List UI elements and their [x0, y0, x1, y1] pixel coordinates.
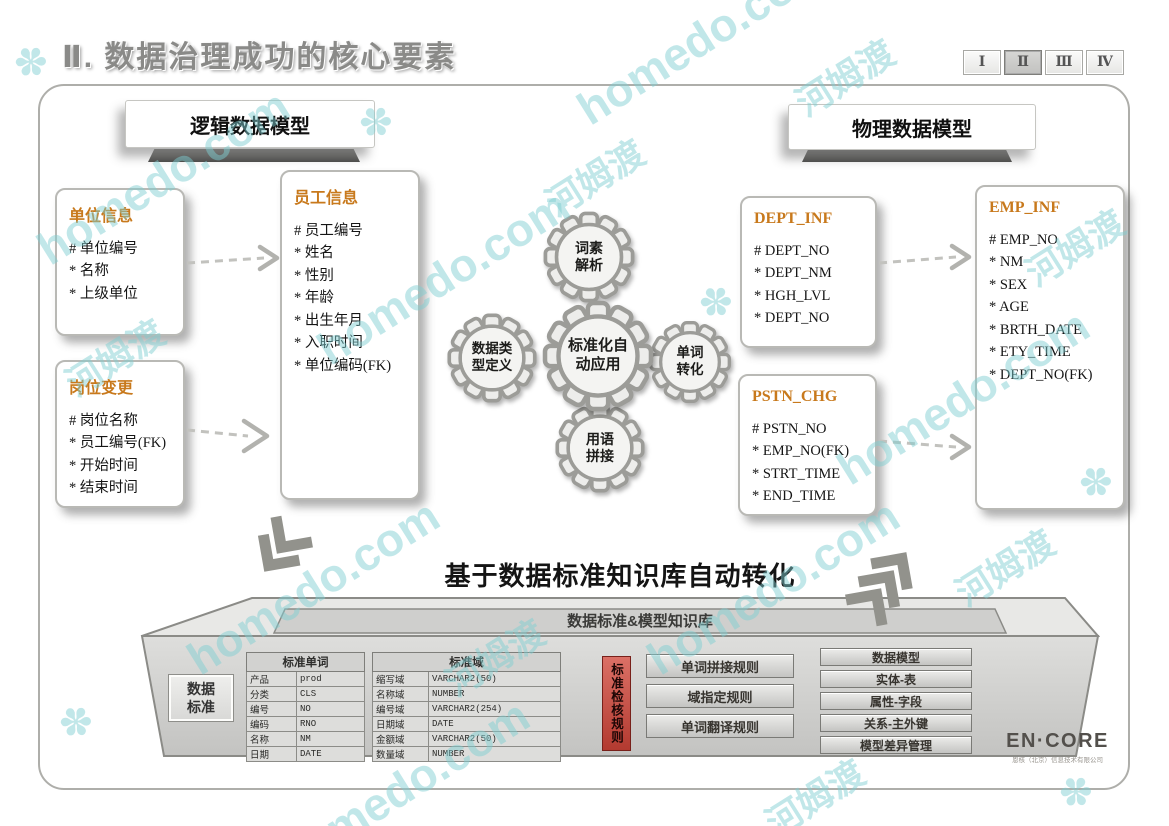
entity-pstn-chg: PSTN_CHG # PSTN_NO * EMP_NO(FK) * STRT_T… [738, 374, 877, 516]
gear-phrase-concat: 用语 拼接 [550, 398, 650, 498]
entity-fields: # 员工编号 * 姓名 * 性别 * 年龄 * 出生年月 * 入职时间 * 单位… [294, 223, 392, 374]
entity-pstn-change-cn: 岗位变更 # 岗位名称 * 员工编号(FK) * 开始时间 * 结束时间 [55, 360, 185, 508]
section-header-physical: 物理数据模型 [788, 104, 1036, 150]
gear-label: 数据类 型定义 [471, 341, 513, 373]
entity-fields: # 岗位名称 * 员工编号(FK) * 开始时间 * 结束时间 [69, 413, 167, 497]
entity-emp-info: 员工信息 # 员工编号 * 姓名 * 性别 * 年龄 * 出生年月 * 入职时间… [280, 170, 420, 500]
gear-label: 词素 解析 [575, 239, 603, 274]
domains-table-header: 标准域 [372, 652, 561, 672]
pager-item-3[interactable]: Ⅲ [1045, 50, 1083, 75]
gear-label: 用语 拼接 [586, 430, 614, 465]
kb-heading: 基于数据标准知识库自动转化 [444, 561, 796, 591]
entity-emp-inf: EMP_INF # EMP_NO * NM * SEX * AGE * BRTH… [975, 185, 1125, 510]
entity-fields: # DEPT_NO * DEPT_NM * HGH_LVL * DEPT_NO [754, 243, 832, 327]
rule-item-domain-assign: 域指定规则 [646, 684, 794, 708]
rule-item-word-translate: 单词翻译规则 [646, 714, 794, 738]
entity-title: EMP_INF [989, 199, 1061, 216]
entity-fields: # 单位编号 * 名称 * 上级单位 [69, 241, 138, 302]
pager-item-1[interactable]: Ⅰ [963, 50, 1001, 75]
model-item-data-model: 数据模型 [820, 648, 972, 666]
entity-title: 岗位变更 [69, 380, 134, 397]
model-item-attribute-column: 属性-字段 [820, 692, 972, 710]
model-item-relation-keys: 关系-主外键 [820, 714, 972, 732]
rule-item-word-concat: 单词拼接规则 [646, 654, 794, 678]
model-item-entity-table: 实体-表 [820, 670, 972, 688]
data-standard-label: 数据 标准 [168, 674, 234, 722]
model-item-model-diff: 模型差异管理 [820, 736, 972, 754]
gear-datatype-definition: 数据类 型定义 [442, 308, 542, 408]
encore-logo-subtext: 恩核（北京）信息技术有限公司 [1012, 757, 1103, 764]
gear-label: 标准化自 动应用 [567, 337, 628, 373]
entity-title: 员工信息 [294, 190, 359, 207]
page-title: Ⅱ. 数据治理成功的核心要素 [62, 41, 457, 74]
gear-lexeme-parsing: 词素 解析 [538, 206, 640, 308]
entity-title: DEPT_INF [754, 210, 833, 227]
words-table-header: 标准单词 [246, 652, 365, 672]
physical-banner-shadow [802, 149, 1012, 162]
entity-title: PSTN_CHG [752, 388, 838, 405]
section-pager: Ⅰ Ⅱ Ⅲ Ⅳ [963, 50, 1124, 75]
logical-banner-shadow [148, 149, 360, 162]
logical-model-label: 逻辑数据模型 [190, 115, 310, 138]
gear-word-conversion: 单词 转化 [644, 316, 736, 408]
entity-fields: # PSTN_NO * EMP_NO(FK) * STRT_TIME * END… [752, 421, 850, 505]
entity-dept-inf: DEPT_INF # DEPT_NO * DEPT_NM * HGH_LVL *… [740, 196, 877, 348]
section-header-logical: 逻辑数据模型 [125, 100, 375, 148]
gear-standardization-auto-apply: 标准化自 动应用 [536, 294, 660, 418]
encore-logo-text: EN·CORE [1006, 730, 1109, 752]
flower-icon: ✽ [5, 35, 58, 91]
pager-item-2-active[interactable]: Ⅱ [1004, 50, 1042, 75]
gear-label: 单词 转化 [676, 345, 704, 377]
encore-logo: EN·CORE 恩核（北京）信息技术有限公司 [995, 730, 1120, 764]
kb-title-bar: 数据标准&模型知识库 [567, 613, 713, 630]
entity-unit-info: 单位信息 # 单位编号 * 名称 * 上级单位 [55, 188, 185, 336]
standard-check-rule-box: 标准检核规则 [602, 656, 631, 751]
physical-model-label: 物理数据模型 [852, 118, 972, 141]
pager-item-4[interactable]: Ⅳ [1086, 50, 1124, 75]
entity-fields: # EMP_NO * NM * SEX * AGE * BRTH_DATE * … [989, 232, 1093, 383]
entity-title: 单位信息 [69, 208, 134, 225]
